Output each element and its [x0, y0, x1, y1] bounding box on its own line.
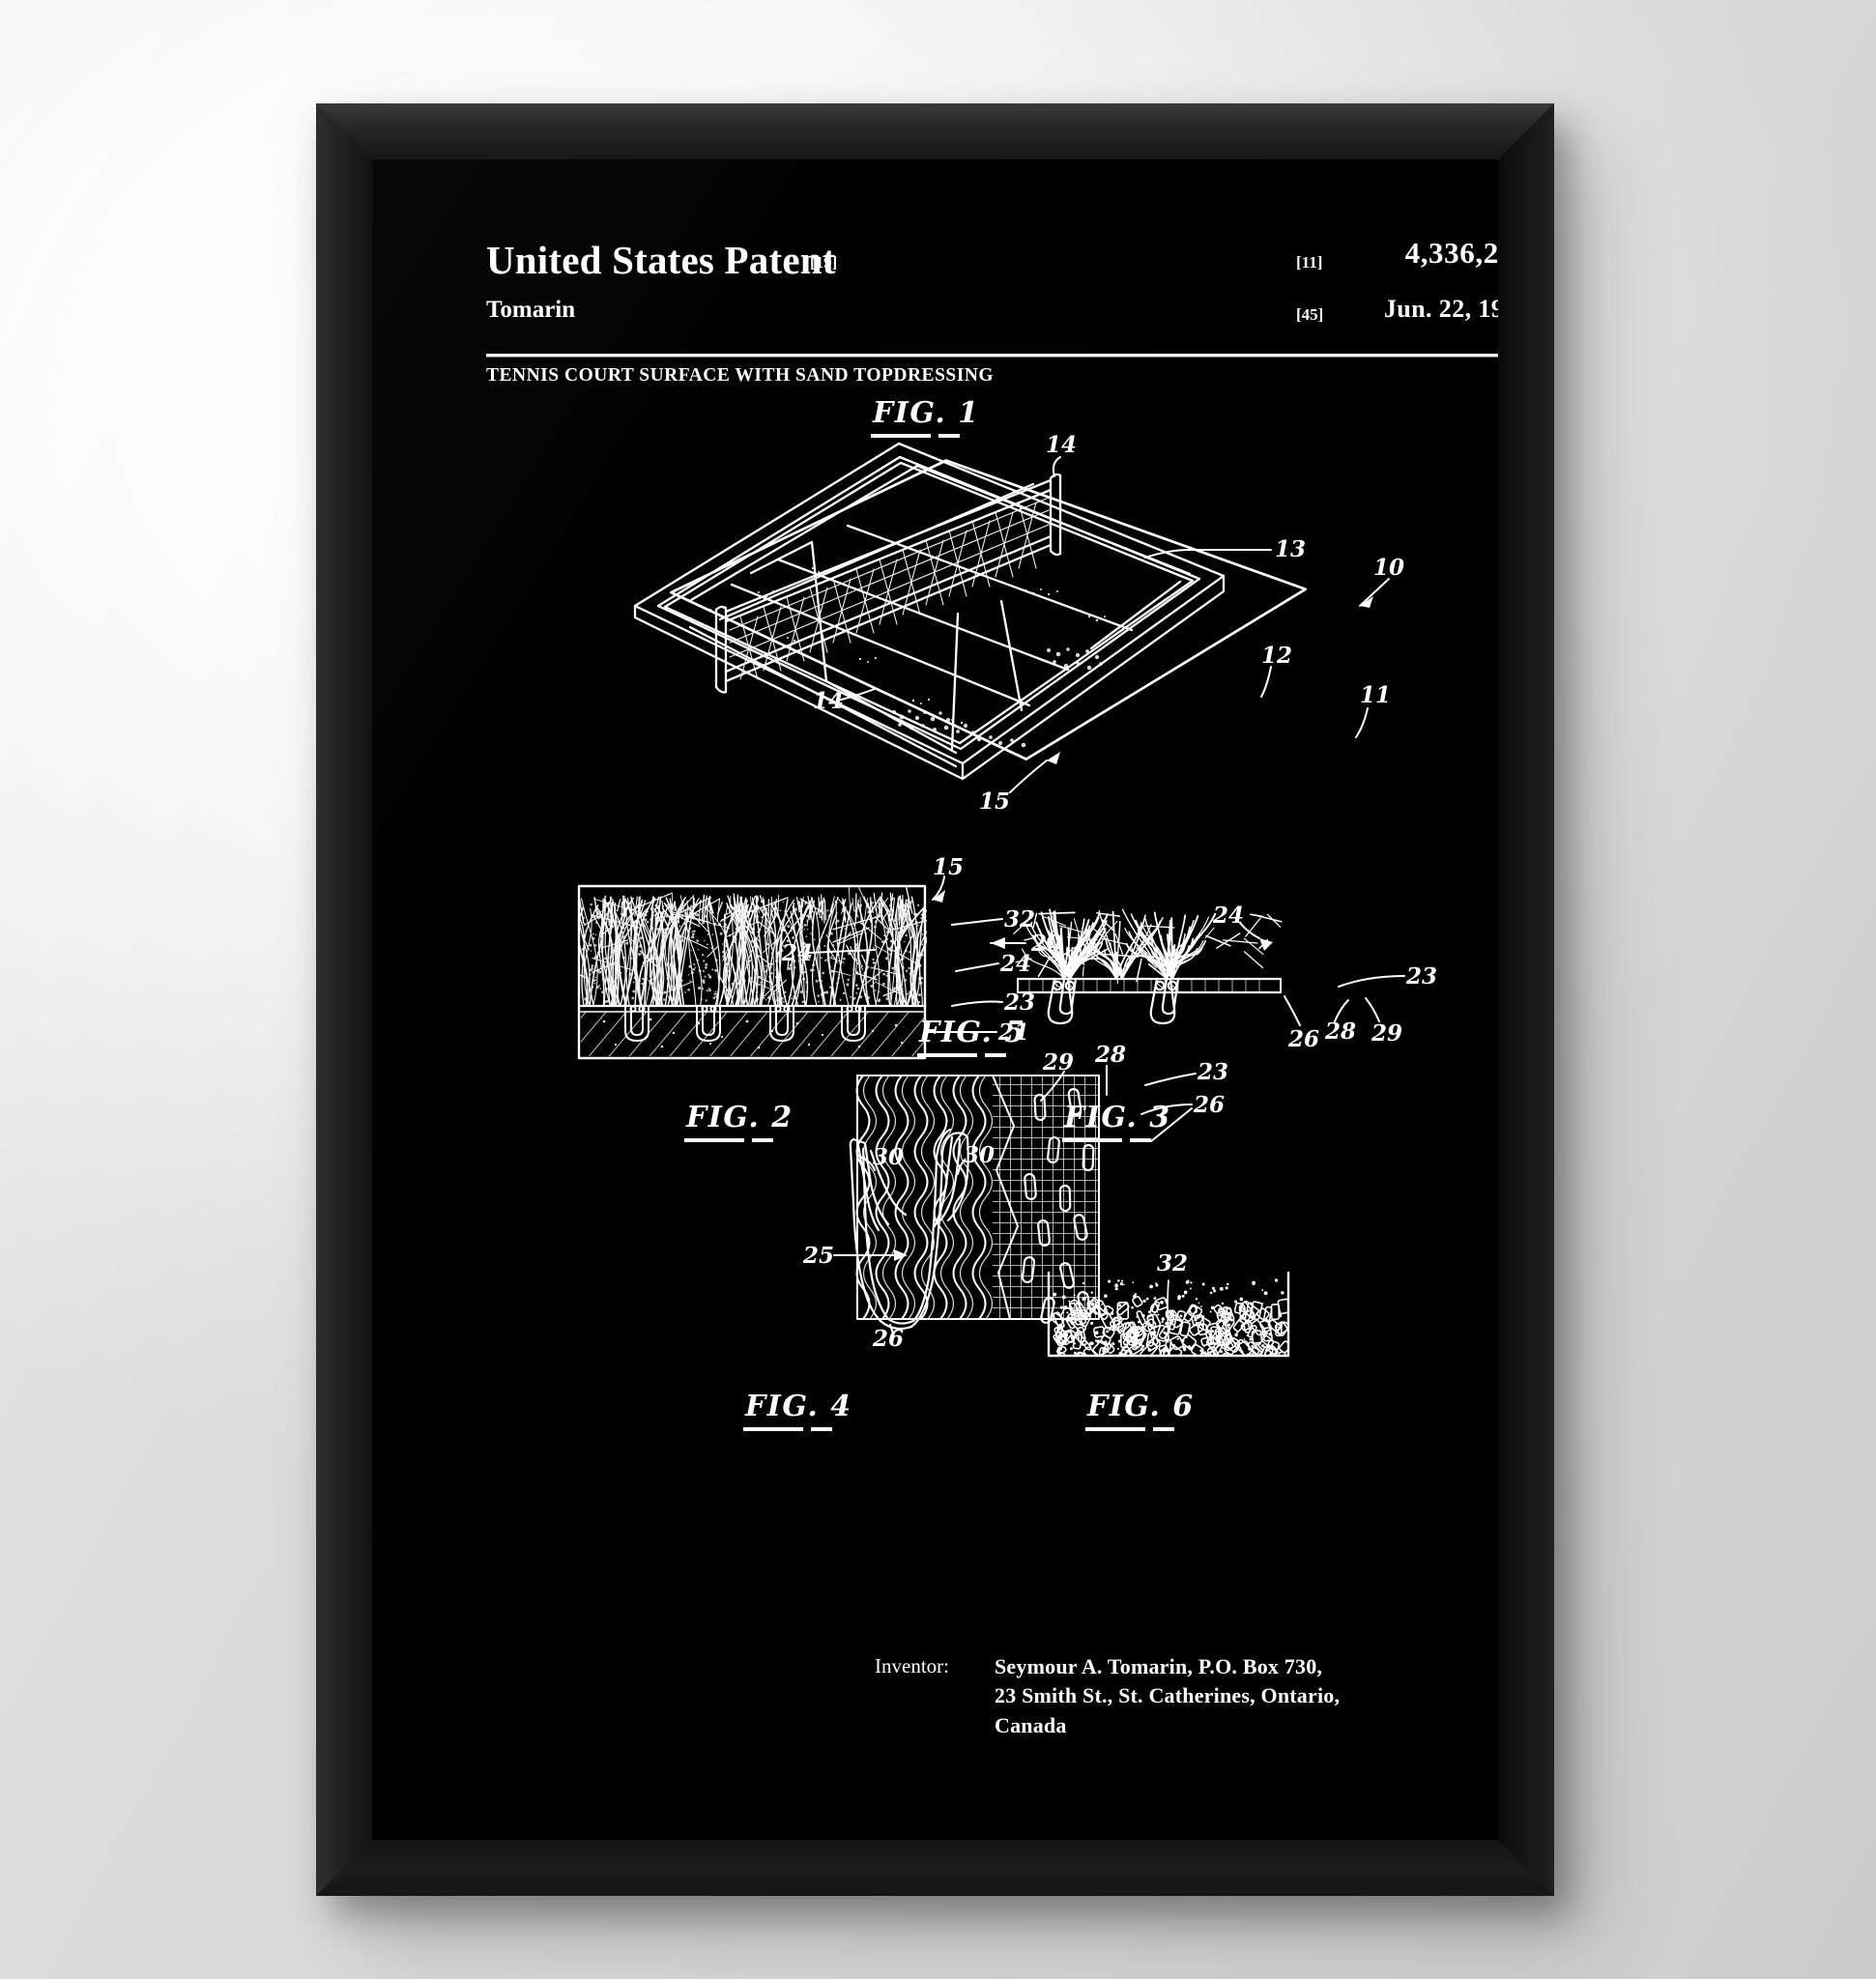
callout-20: 20: [1030, 931, 1062, 957]
callout-15-fig1: 15: [979, 789, 1010, 815]
figure-labels: FIG. 1 FIG. 2 FIG. 3 FIG. 4: [684, 396, 1195, 1431]
picture-frame: United States Patent [19] [11] 4,336,286…: [316, 103, 1554, 1896]
callout-29-fig3: 29: [1371, 1020, 1402, 1047]
callout-26-fig3: 26: [1287, 1026, 1319, 1052]
frame-bevel-right: [1498, 103, 1554, 1896]
inid-code-11: [11]: [1296, 253, 1323, 272]
figure-5-label: FIG. 5: [918, 1016, 1026, 1049]
header-divider-rule: [486, 354, 1498, 358]
figure-6-label: FIG. 6: [1086, 1390, 1195, 1423]
callout-15-fig2: 15: [933, 854, 964, 880]
inventor-line-3: Canada: [995, 1712, 1067, 1737]
callout-21: 21: [997, 1019, 1029, 1046]
callout-32-fig6: 32: [1157, 1250, 1188, 1276]
figure-3-drawing: [1013, 908, 1283, 1025]
invention-title: TENNIS COURT SURFACE WITH SAND TOPDRESSI…: [486, 365, 995, 386]
patent-drawings: 14 13 10 12 11 14 15 15 32 20 24 24 23 2…: [577, 396, 1437, 1431]
callout-28-fig5: 28: [1094, 1042, 1126, 1068]
figure-1-sand-speckle: [708, 566, 1106, 748]
callout-24-left: 24: [781, 940, 813, 966]
patent-number: 4,336,286: [1404, 236, 1498, 270]
callout-12: 12: [1261, 643, 1292, 669]
figure-2-label: FIG. 2: [685, 1101, 794, 1134]
figure-2-label-group: FIG. 2: [684, 1101, 794, 1142]
frame-bevel-top: [316, 103, 1554, 159]
callout-26-fig4: 26: [872, 1326, 904, 1352]
callout-30-right: 30: [964, 1142, 995, 1168]
figure-4-arrowheads: [894, 1249, 908, 1261]
inventor-surname: Tomarin: [486, 297, 576, 323]
figure-2-arrowheads: [933, 890, 1005, 949]
callout-10: 10: [1373, 555, 1404, 581]
figure-3-arrowheads: [1259, 938, 1273, 951]
inid-code-45: [45]: [1296, 305, 1324, 324]
figure-5-drawing: [855, 1075, 1100, 1324]
callout-28-fig3: 28: [1324, 1018, 1356, 1045]
callout-23-fig3: 23: [1405, 963, 1437, 990]
callout-32-fig2: 32: [1004, 906, 1035, 932]
callout-13: 13: [1275, 536, 1306, 562]
frame-bevel-bottom: [316, 1840, 1554, 1896]
callout-24-fig3: 24: [1212, 903, 1244, 929]
patent-poster: United States Patent [19] [11] 4,336,286…: [372, 159, 1498, 1840]
figure-1-label-group: FIG. 1: [871, 396, 980, 438]
figure-5-label-group: FIG. 5: [917, 1016, 1026, 1057]
inid-code-19: [19]: [810, 253, 838, 272]
callout-14: 14: [1046, 432, 1077, 458]
figure-4-label: FIG. 4: [744, 1390, 852, 1423]
figure-1-label: FIG. 1: [872, 396, 980, 430]
callout-29-fig5: 29: [1042, 1049, 1074, 1076]
figure-4-label-group: FIG. 4: [743, 1390, 852, 1431]
figure-3-label-group: FIG. 3: [1062, 1101, 1171, 1142]
figure-4-leaders: [833, 1154, 965, 1337]
inventor-line-1: Seymour A. Tomarin, P.O. Box 730,: [995, 1654, 1323, 1678]
callout-11: 11: [1360, 682, 1391, 708]
patent-sheet: United States Patent [19] [11] 4,336,286…: [372, 159, 1498, 1840]
patent-header-row-top: United States Patent [19] [11] 4,336,286: [486, 236, 1498, 285]
figure-3-label: FIG. 3: [1063, 1101, 1171, 1134]
figure-2-leaders: [808, 875, 1026, 1033]
callout-30-left: 30: [873, 1144, 904, 1170]
figure-3-leaders: [1239, 922, 1405, 1026]
figure-2-drawing: [577, 884, 927, 1060]
figure-1-leaders: [837, 456, 1390, 793]
patent-header: United States Patent [19] [11] 4,336,286…: [486, 236, 1498, 335]
figure-1-court: [633, 442, 1226, 781]
inventor-line-2: 23 Smith St., St. Catherines, Ontario,: [995, 1683, 1341, 1708]
callout-26-fig5: 26: [1193, 1092, 1225, 1118]
patent-issue-date: Jun. 22, 1982: [1383, 295, 1498, 323]
callout-25: 25: [802, 1243, 834, 1269]
frame-bevel-left: [316, 103, 372, 1896]
figure-1-arrowheads: [1047, 596, 1373, 764]
callout-14b: 14: [813, 688, 844, 714]
callout-24-right: 24: [999, 951, 1031, 977]
figure-6-drawing: [1047, 1271, 1290, 1358]
callout-23-fig5: 23: [1197, 1059, 1228, 1085]
figure-callouts: 14 13 10 12 11 14 15 15 32 20 24 24 23 2…: [781, 432, 1437, 1352]
patent-office-title: United States Patent: [486, 238, 836, 282]
figure-6-label-group: FIG. 6: [1085, 1390, 1195, 1431]
figure-5-leaders: [1040, 1065, 1197, 1142]
inventor-label: Inventor:: [875, 1654, 949, 1678]
callout-23-fig2: 23: [1003, 990, 1035, 1016]
patent-header-row-bottom: Tomarin [45] Jun. 22, 1982: [486, 295, 1498, 335]
inventor-address: Seymour A. Tomarin, P.O. Box 730, 23 Smi…: [995, 1652, 1340, 1740]
figure-1-drawing: [670, 459, 1308, 760]
